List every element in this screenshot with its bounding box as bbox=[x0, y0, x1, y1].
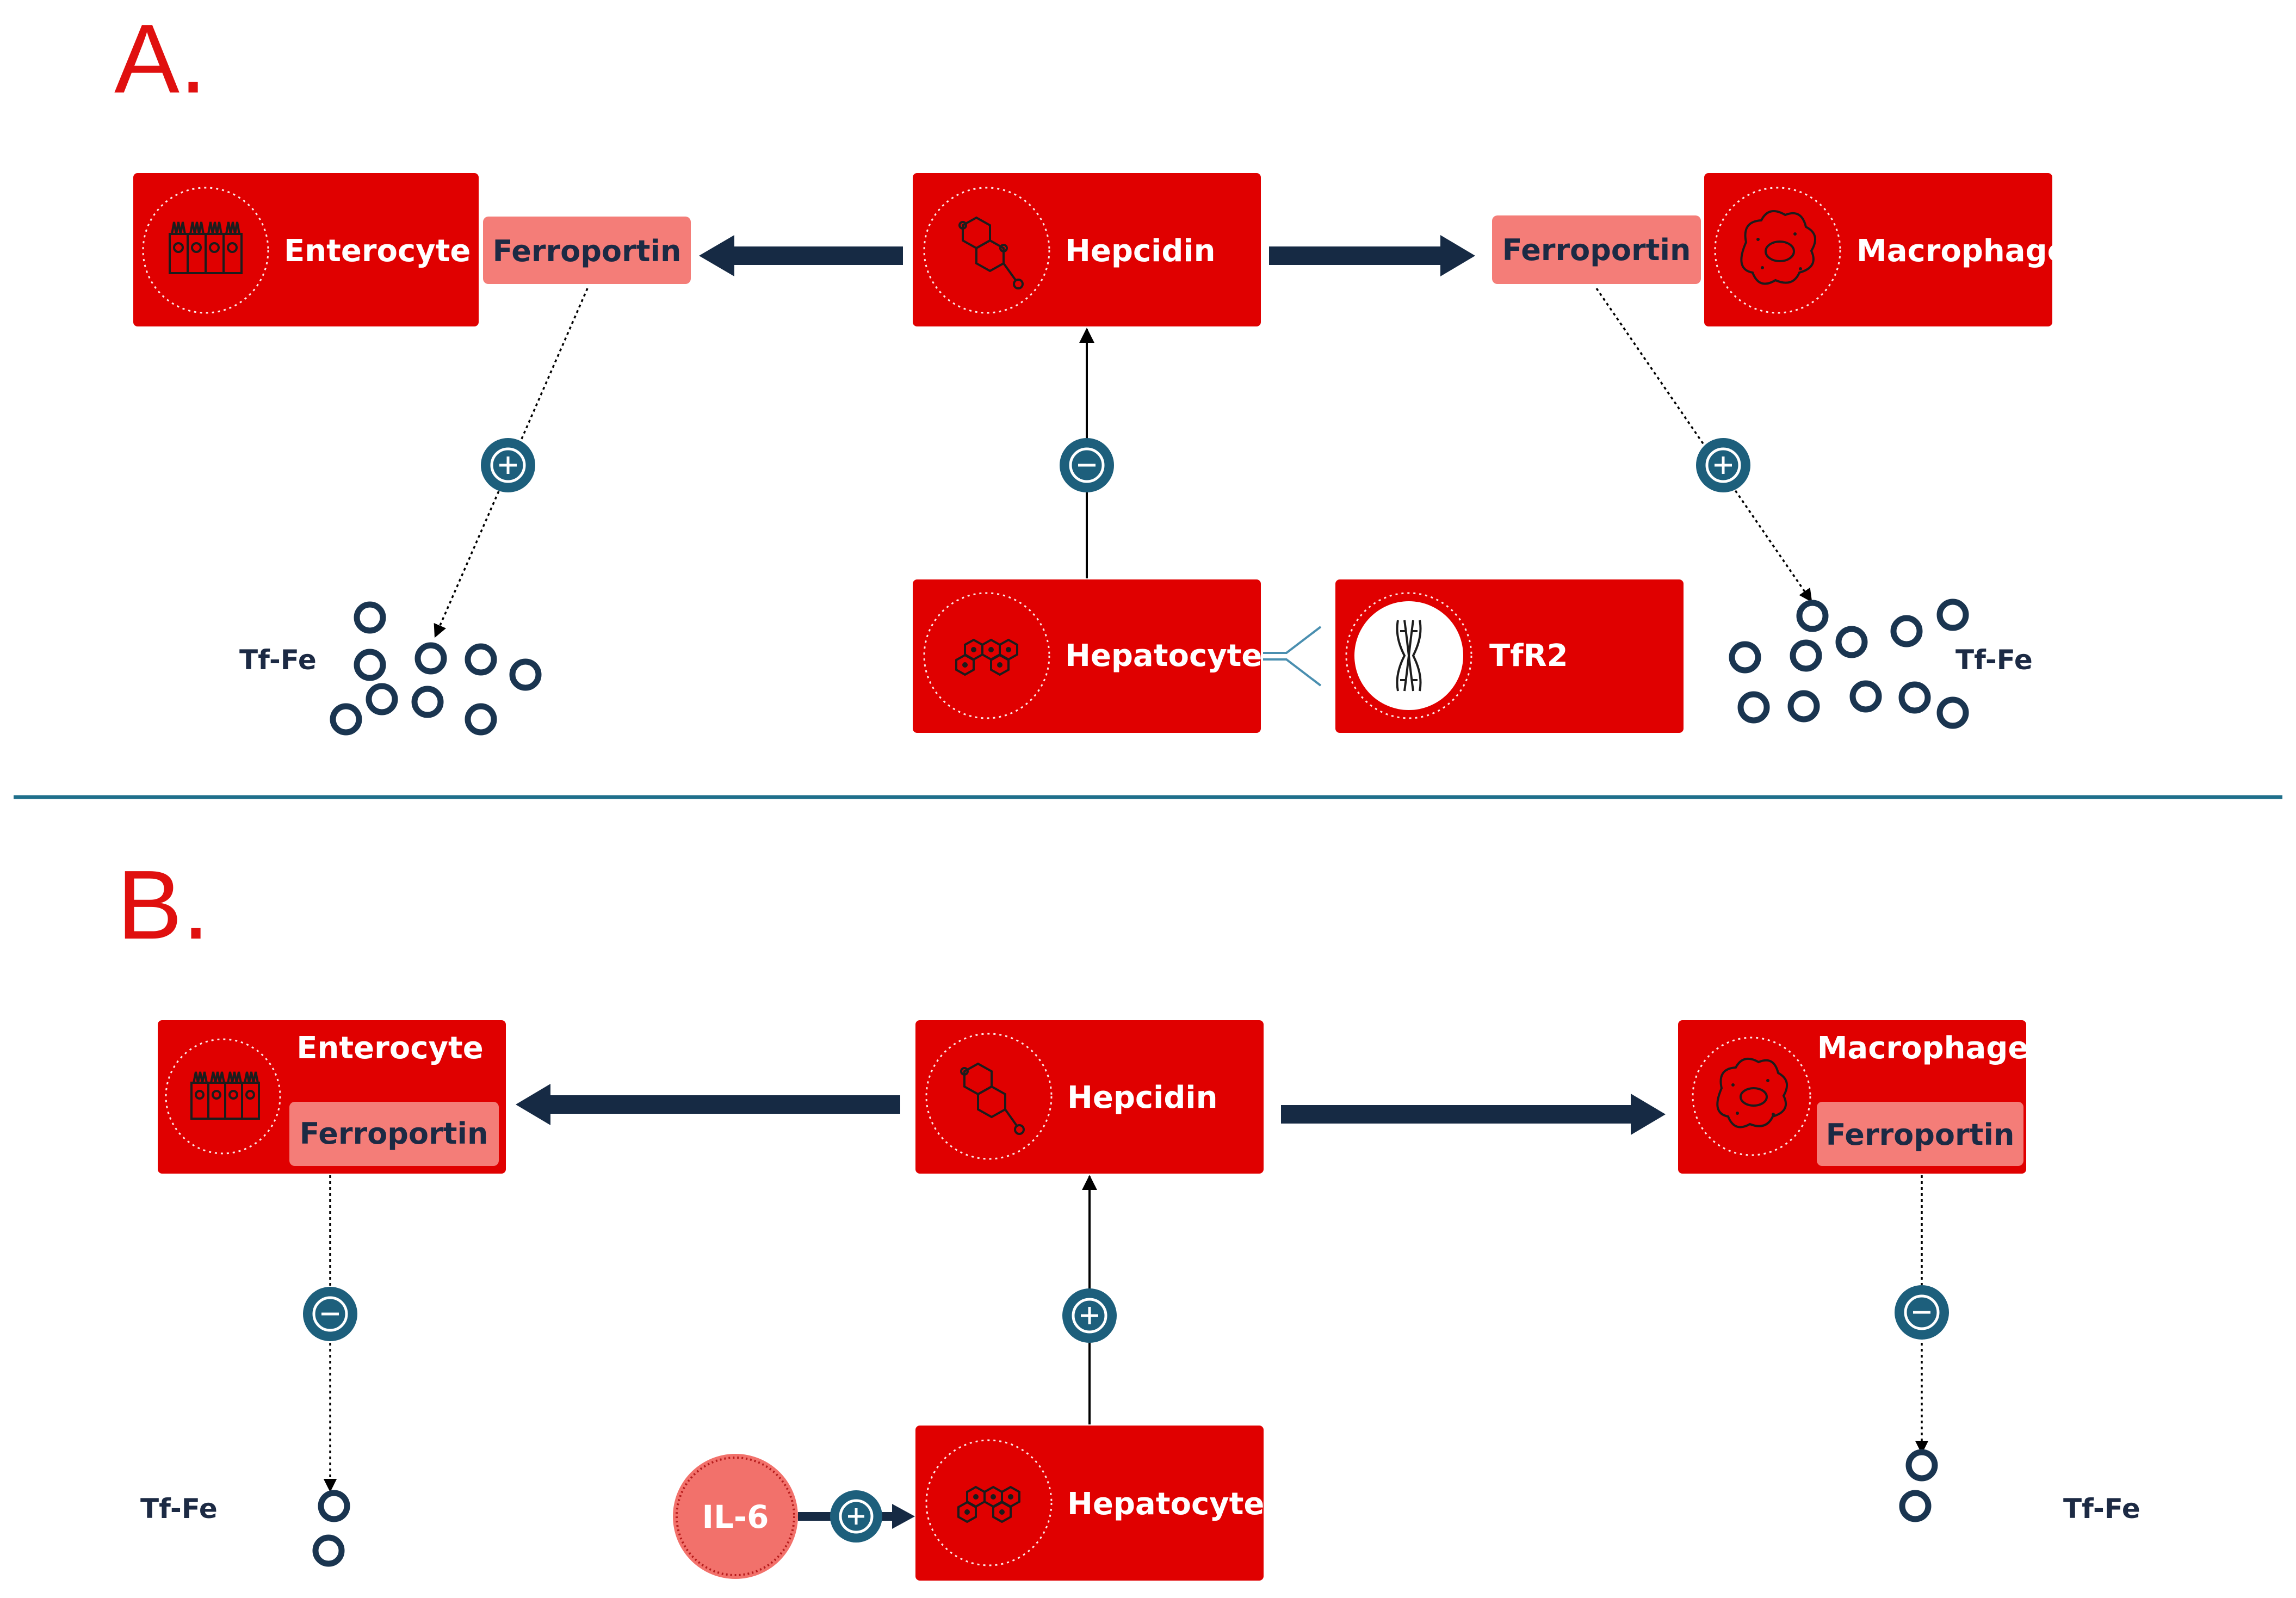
tf-fe-left-label: Tf-Fe bbox=[239, 644, 317, 676]
hepcidin-to-macrophage-arrow-b bbox=[1281, 1094, 1666, 1135]
ferroportin-left: Ferroportin bbox=[483, 217, 691, 284]
ferroportin-right-label: Ferroportin bbox=[1502, 233, 1691, 267]
minus-modifier-left-b bbox=[303, 1287, 357, 1341]
intestinal-cells-icon bbox=[169, 221, 243, 274]
minus-modifier-right-b bbox=[1895, 1285, 1949, 1340]
hepcidin-node: Hepcidin bbox=[913, 173, 1261, 326]
hepcidin-node-b: Hepcidin bbox=[915, 1020, 1264, 1174]
plus-modifier-hepcidin-b bbox=[1062, 1288, 1117, 1343]
macrophage-label: Macrophage bbox=[1856, 233, 2068, 269]
hepatocyte-node-b: Hepatocyte bbox=[915, 1426, 1264, 1581]
tf-fe-right-label-b: Tf-Fe bbox=[2063, 1493, 2140, 1525]
tfr2-node: TfR2 bbox=[1335, 579, 1684, 733]
hepcidin-to-macrophage-arrow bbox=[1269, 235, 1475, 276]
intestinal-cells-icon-b bbox=[190, 1071, 260, 1120]
hepcidin-label: Hepcidin bbox=[1065, 233, 1215, 269]
hepcidin-to-enterocyte-arrow bbox=[699, 235, 903, 276]
iron-pool-left-b bbox=[312, 1490, 350, 1567]
macrophage-label-b: Macrophage bbox=[1817, 1031, 2029, 1066]
macrophage-node-b: Macrophage Ferroportin bbox=[1678, 1020, 2028, 1174]
liver-cells-icon-b bbox=[957, 1485, 1020, 1523]
panel-a-letter: A. bbox=[114, 4, 207, 114]
macrophage-icon bbox=[1740, 209, 1817, 285]
iron-pool-left bbox=[330, 601, 542, 736]
hepatocyte-label-b: Hepatocyte bbox=[1067, 1486, 1264, 1522]
ferroportin-right-efflux-line bbox=[1595, 288, 1812, 603]
ferroportin-right: Ferroportin bbox=[1492, 215, 1701, 284]
tf-fe-left-label-b: Tf-Fe bbox=[140, 1493, 218, 1525]
ferroportin-left-b bbox=[289, 1102, 499, 1166]
tfr2-binding-connector bbox=[1263, 626, 1322, 687]
macrophage-node: Macrophage bbox=[1704, 173, 2068, 326]
enterocyte-node: Enterocyte bbox=[133, 173, 479, 326]
enterocyte-label: Enterocyte bbox=[284, 233, 471, 269]
ferroportin-left-label-b: Ferroportin bbox=[300, 1116, 488, 1151]
tfr2-label: TfR2 bbox=[1489, 638, 1568, 674]
hepatocyte-label: Hepatocyte bbox=[1065, 638, 1262, 674]
chromosome-icon bbox=[1396, 620, 1422, 692]
plus-modifier-right bbox=[1696, 438, 1750, 492]
iron-pool-right-b bbox=[1899, 1449, 1938, 1522]
peptide-icon-b bbox=[960, 1062, 1025, 1135]
panel-b-letter: B. bbox=[117, 850, 209, 960]
hepatocyte-node: Hepatocyte bbox=[913, 579, 1262, 733]
iron-pool-right bbox=[1729, 599, 1969, 729]
minus-modifier-hepcidin bbox=[1060, 438, 1114, 492]
ferroportin-left-label: Ferroportin bbox=[493, 234, 682, 268]
enterocyte-node-b: Enterocyte Ferroportin bbox=[158, 1020, 506, 1174]
panel-b: B. Enterocyte Ferroportin bbox=[117, 850, 2140, 1581]
panel-a: A. Enterocyte Ferroportin bbox=[114, 4, 2068, 736]
hepcidin-label-b: Hepcidin bbox=[1067, 1080, 1217, 1115]
plus-modifier-il6 bbox=[830, 1490, 882, 1543]
peptide-icon bbox=[958, 216, 1024, 289]
tf-fe-right-label: Tf-Fe bbox=[1955, 644, 2033, 676]
il6-node: IL-6 bbox=[673, 1454, 798, 1579]
enterocyte-label-b: Enterocyte bbox=[296, 1031, 483, 1066]
hepcidin-to-enterocyte-arrow-b bbox=[516, 1084, 900, 1125]
macrophage-icon-b bbox=[1716, 1057, 1788, 1128]
liver-cells-icon bbox=[955, 638, 1018, 676]
ferroportin-right-label-b: Ferroportin bbox=[1826, 1118, 2015, 1152]
il6-label: IL-6 bbox=[702, 1498, 769, 1535]
ferroportin-right-b bbox=[1817, 1102, 2023, 1166]
plus-modifier-left bbox=[481, 438, 535, 492]
